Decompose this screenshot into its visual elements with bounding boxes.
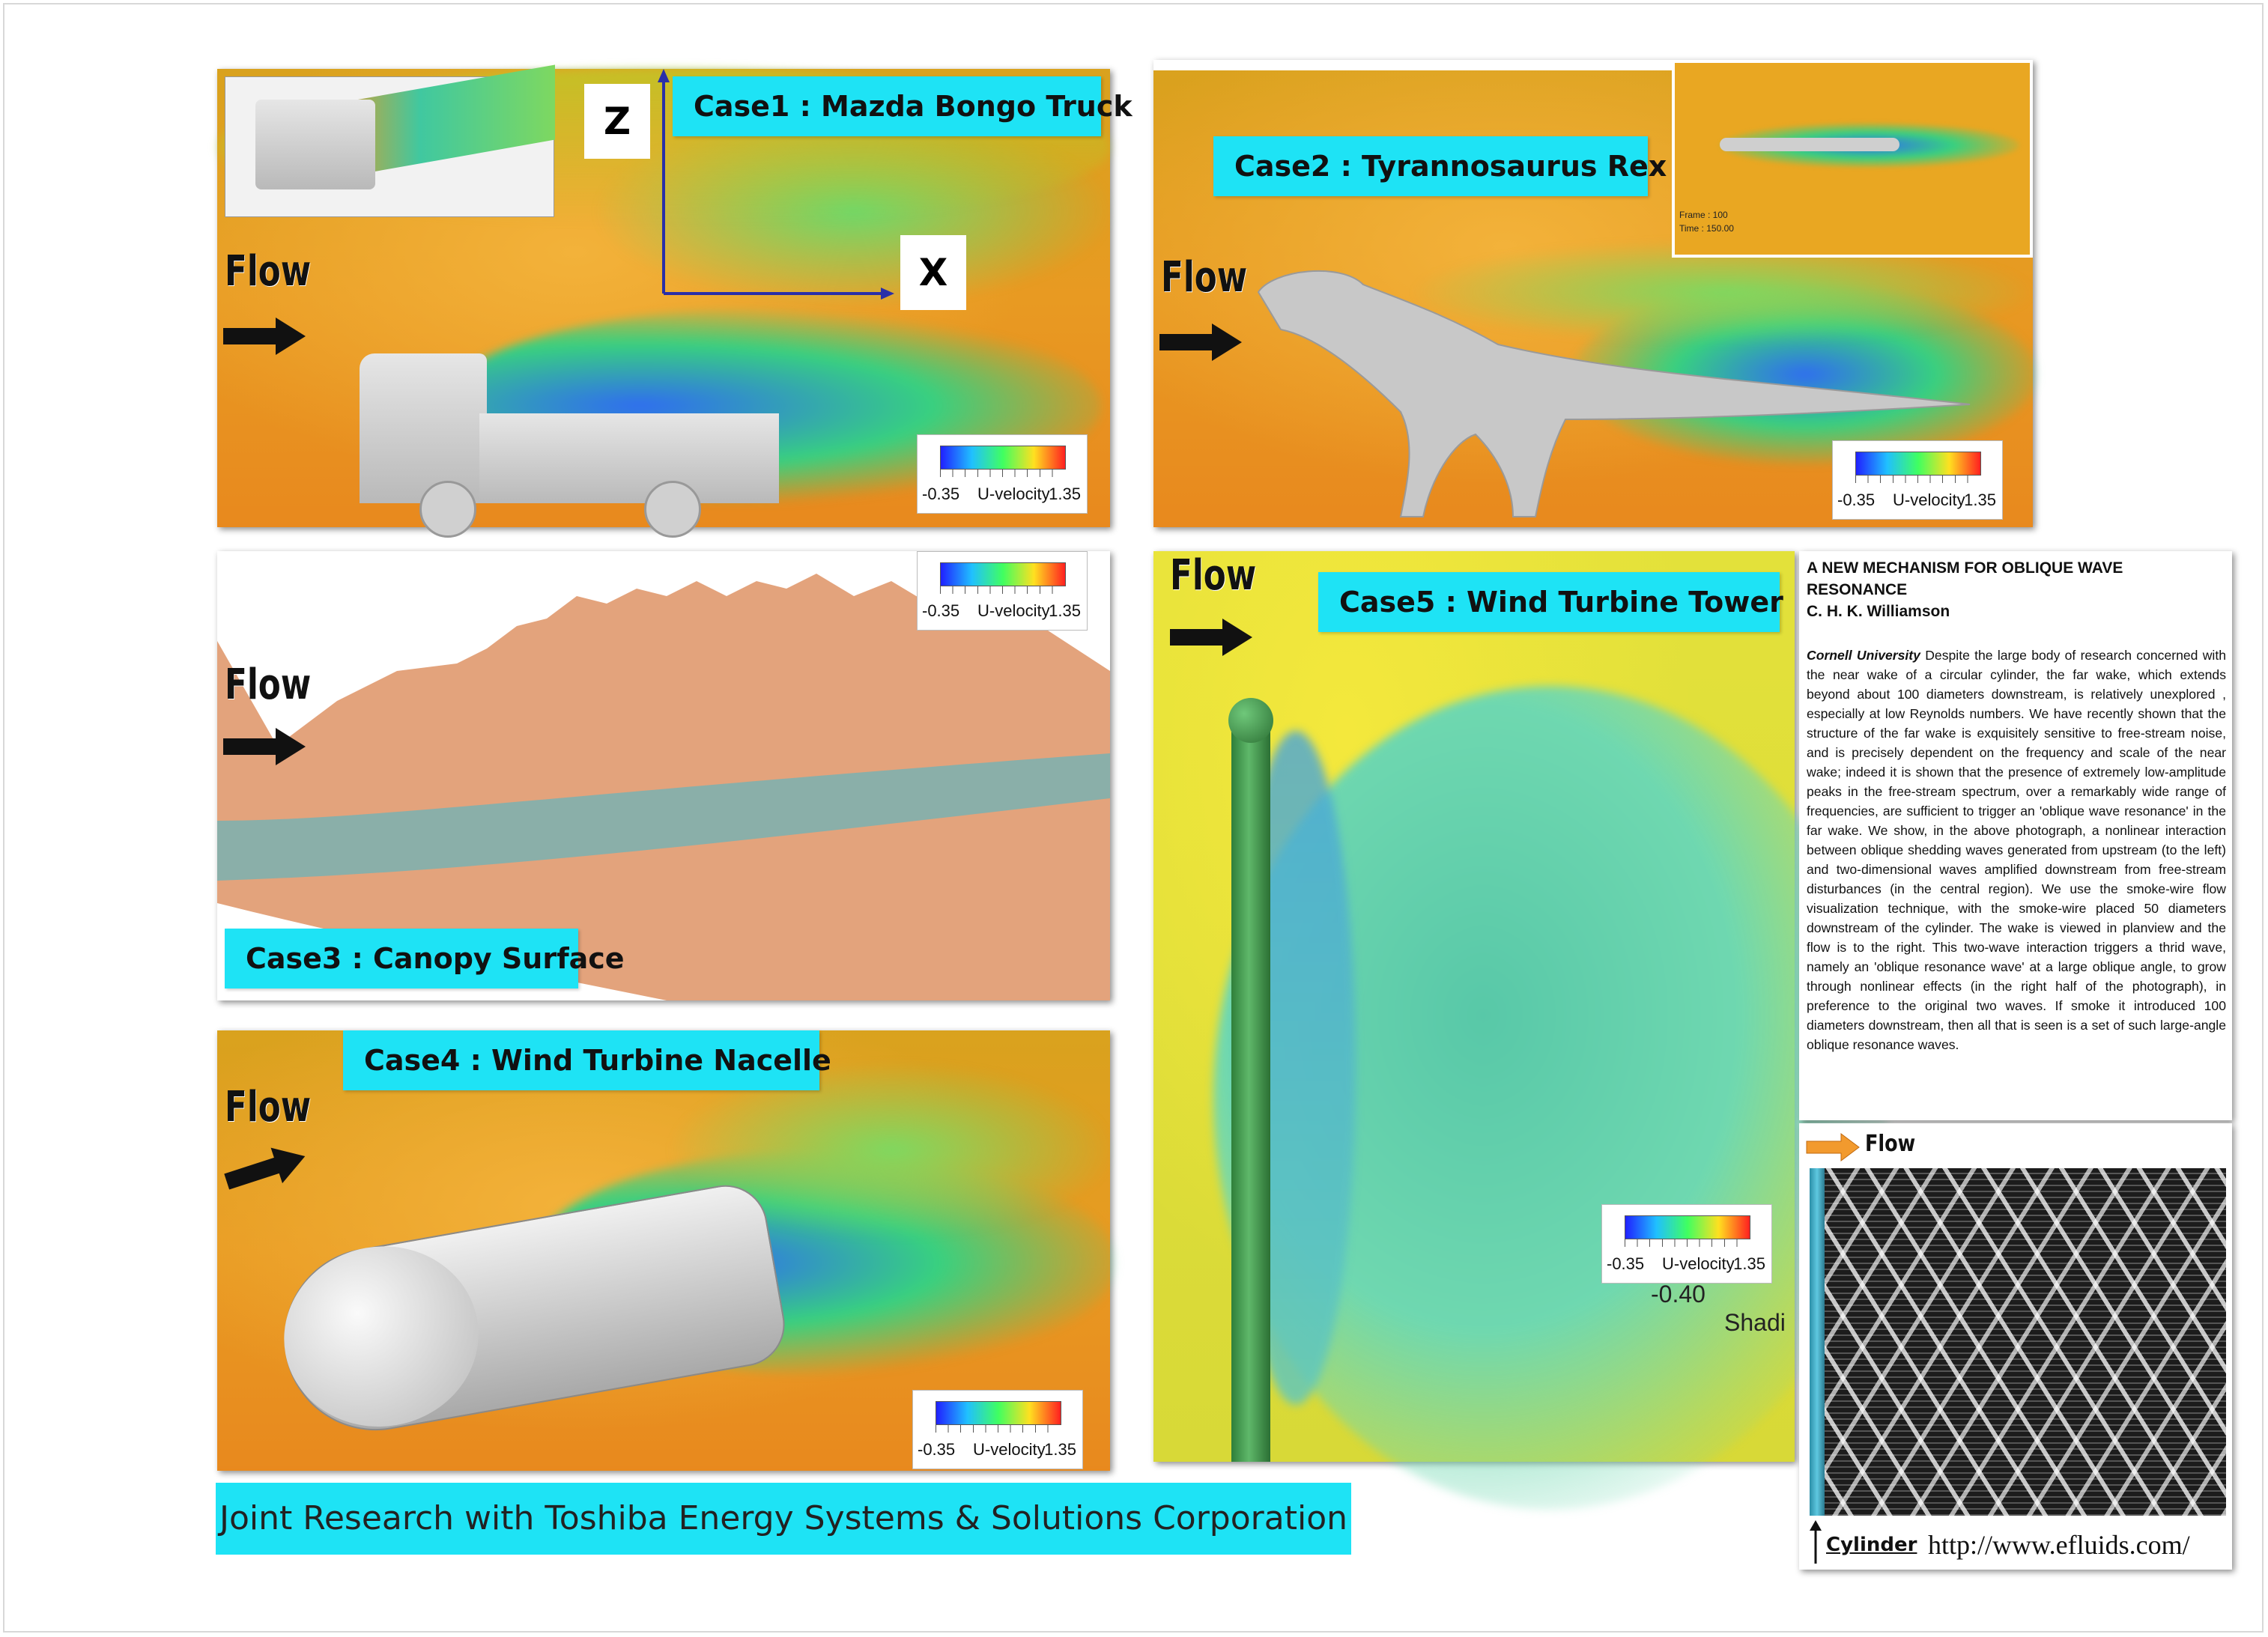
case1-flow-arrow-icon <box>223 318 306 355</box>
case5-extra-value: -0.40 <box>1651 1281 1705 1308</box>
case4-flow-label: Flow <box>225 1083 312 1132</box>
tower-model <box>1231 720 1270 1462</box>
smoke-photo <box>1810 1168 2226 1516</box>
page-frame <box>3 3 2264 1633</box>
case1-panel: Z X Case1 : Mazda Bongo Truck Flow -0.35… <box>217 64 1133 538</box>
footer-banner: Joint Research with Toshiba Energy Syste… <box>216 1483 1351 1555</box>
case5-extra-text: Shadi <box>1724 1309 1786 1336</box>
case1-title: Case1 : Mazda Bongo Truck <box>673 76 1133 136</box>
trex-inset: Frame : 100 Time : 150.00 <box>1672 60 2033 258</box>
case5-flow-label: Flow <box>1170 551 1257 600</box>
article-affiliation: Cornell University <box>1807 648 1920 663</box>
case2-flow-arrow-icon <box>1159 324 1242 361</box>
flow-arrow-orange-icon <box>1806 1133 1860 1161</box>
article-panel: A NEW MECHANISM FOR OBLIQUE WAVE RESONAN… <box>1799 551 2232 1120</box>
case5-flow-arrow-icon <box>1170 619 1252 656</box>
axis-x-label: X <box>900 235 966 310</box>
case3-flow-arrow-icon <box>223 728 306 765</box>
cylinder-label: Cylinder <box>1826 1534 1917 1556</box>
efluids-url[interactable]: http://www.efluids.com/ <box>1928 1530 2190 1560</box>
inset-frame-text: Frame : 100 <box>1679 210 1728 220</box>
case1-flow-label: Flow <box>225 247 312 296</box>
axis-z-label: Z <box>584 84 650 159</box>
case4-title: Case4 : Wind Turbine Nacelle <box>343 1030 831 1090</box>
article-title: A NEW MECHANISM FOR OBLIQUE WAVE RESONAN… <box>1807 559 2123 620</box>
case2-title: Case2 : Tyrannosaurus Rex <box>1213 136 1667 196</box>
cylinder-bar <box>1810 1168 1825 1516</box>
up-arrow-icon <box>1810 1520 1822 1564</box>
truck-inset <box>225 64 555 217</box>
axis-arrows <box>658 69 894 300</box>
tower-nacelle <box>1228 698 1273 743</box>
photo-flow-label: Flow <box>1865 1131 1916 1157</box>
nacelle-model <box>270 1178 792 1445</box>
trex-model <box>1257 270 1971 517</box>
case5-title: Case5 : Wind Turbine Tower <box>1318 572 1783 632</box>
photo-panel: Flow Cylinder http://www.efluids.com/ <box>1799 1123 2232 1570</box>
case4-flow-arrow-icon <box>224 1147 306 1190</box>
case2-flow-label: Flow <box>1161 253 1248 302</box>
article-body: Cornell University Despite the large bod… <box>1807 648 2226 1052</box>
inset-time-text: Time : 150.00 <box>1679 223 1734 234</box>
case3-title: Case3 : Canopy Surface <box>225 929 625 988</box>
case3-flow-label: Flow <box>225 660 312 709</box>
truck-model <box>330 353 779 538</box>
case2-panel: Frame : 100 Time : 150.00 Case2 : Tyrann… <box>1153 60 2037 527</box>
